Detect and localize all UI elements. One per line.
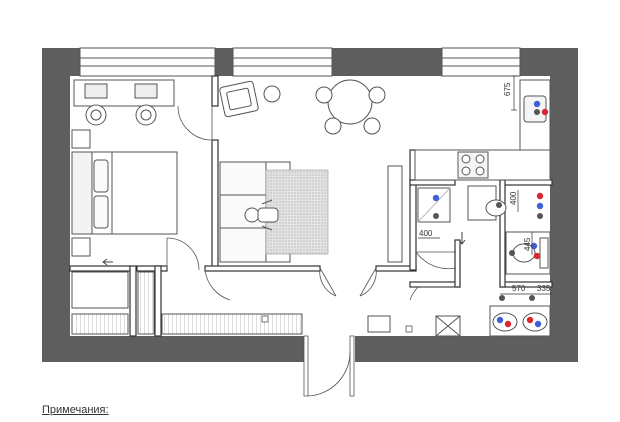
notes-label: Примечания: <box>42 404 109 416</box>
sink-pipes <box>496 295 542 328</box>
dim-400-bath-label: 400 <box>509 191 518 205</box>
interior-walls <box>69 75 553 337</box>
armchair <box>219 80 281 118</box>
dim-675 <box>511 75 517 111</box>
closet <box>71 271 303 335</box>
tv-stand <box>387 165 403 263</box>
living-double-door <box>204 267 377 301</box>
utility-box <box>367 315 461 337</box>
entry-door <box>303 335 355 397</box>
direction-arrow <box>102 258 113 266</box>
bedroom-door <box>177 105 213 141</box>
hall-posts <box>261 315 413 333</box>
exterior-walls <box>42 48 578 362</box>
toilet-pipes <box>509 242 541 260</box>
dim-335-label: 335 <box>537 284 551 293</box>
dining-table <box>315 79 386 135</box>
bath-pipes <box>496 192 544 219</box>
closet-door <box>166 237 200 271</box>
double-bed <box>71 129 178 257</box>
dim-400-shower-label: 400 <box>419 229 433 238</box>
windows <box>79 47 521 77</box>
person-figure <box>244 199 279 231</box>
bathroom-doors <box>409 251 457 301</box>
desk-area <box>73 79 175 126</box>
kitchen-pipes <box>533 100 549 116</box>
dim-445-label: 445 <box>523 237 532 251</box>
kitchen-counter <box>414 79 551 181</box>
bathroom-arrow <box>458 232 466 245</box>
shower-pipes <box>432 194 440 219</box>
dim-570-label: 570 <box>512 284 526 293</box>
dim-675-label: 675 <box>503 82 512 96</box>
